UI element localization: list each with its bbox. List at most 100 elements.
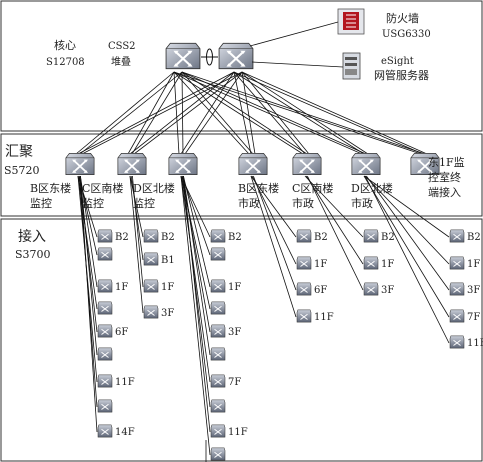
access-floor-label: 7F (467, 312, 480, 323)
aggregation-label-line: 市政 (238, 196, 260, 210)
link-aggregation-access (132, 175, 144, 288)
link-aggregation-access (180, 175, 211, 456)
link-aggregation-access (183, 175, 211, 356)
link-aggregation-access (250, 175, 297, 318)
access-floor-label: 1F (115, 282, 128, 293)
link-aggregation-access (80, 175, 98, 433)
access-label: 接入 (18, 228, 46, 245)
aggregation-label-line: 监控 (133, 196, 155, 210)
access-switch (210, 229, 226, 243)
css-label: CSS2 (108, 41, 136, 52)
access-switch (97, 374, 113, 388)
link-aggregation-access (80, 175, 98, 356)
access-switch (210, 447, 226, 461)
core-switch-1 (165, 42, 201, 70)
aggregation-switch (168, 152, 198, 176)
access-switch (296, 309, 312, 323)
access-switch (97, 324, 113, 338)
link-aggregation-access (129, 175, 144, 314)
access-floor-label: B2 (115, 232, 129, 243)
access-switch (97, 229, 113, 243)
link-core-aggregation (173, 71, 422, 155)
link-core-firewall (249, 21, 339, 47)
link-core-aggregation (241, 71, 428, 155)
access-switch (449, 282, 465, 296)
firewall-model: USG6330 (382, 29, 431, 40)
access-switch (210, 347, 226, 361)
link-aggregation-access (250, 175, 297, 238)
access-floor-label: 3F (467, 285, 480, 296)
link-core-aggregation (181, 71, 184, 155)
access-switch (363, 256, 379, 270)
aggregation-label-line: C区南楼 (292, 181, 333, 195)
aggregation-label-line: C区南楼 (82, 181, 123, 195)
access-floor-label: B1 (161, 255, 175, 266)
access-switch (210, 424, 226, 438)
link-core-aggregation (77, 71, 235, 155)
access-floor-label: B2 (467, 232, 481, 243)
link-aggregation-access (305, 175, 364, 265)
access-switch (449, 229, 465, 243)
link-core-aggregation (133, 71, 243, 155)
access-floor-label: 6F (314, 285, 327, 296)
aggregation-switch (117, 152, 147, 176)
access-switch (210, 324, 226, 338)
link-aggregation-access (253, 175, 297, 291)
access-floor-label: B2 (228, 232, 242, 243)
link-core-aggregation (79, 71, 183, 155)
access-switch (97, 247, 113, 261)
access-floor-label: 11F (115, 377, 135, 388)
aggregation-model-label: S5720 (4, 164, 40, 177)
core-label: 核心 (54, 38, 76, 52)
access-floor-label: 3F (161, 308, 174, 319)
core-model-label: S12708 (46, 57, 85, 68)
access-switch (296, 256, 312, 270)
access-switch (449, 256, 465, 270)
link-core-aggregation (127, 71, 175, 155)
access-floor-label: 6F (115, 327, 128, 338)
access-floor-label: 1F (381, 259, 394, 270)
link-core-aggregation (184, 71, 243, 155)
aggregation-label-line: 控室终 (428, 170, 461, 184)
link-core-aggregation (233, 71, 252, 155)
link-core-aggregation (181, 71, 308, 155)
link-core-aggregation (129, 71, 235, 155)
link-core-aggregation (173, 71, 250, 155)
aggregation-label-line: 市政 (292, 196, 314, 210)
access-switch (143, 279, 159, 293)
link-core-server (251, 61, 344, 68)
aggregation-band (0, 133, 483, 217)
aggregation-switch (238, 152, 268, 176)
aggregation-label-line: 端接入 (428, 186, 461, 199)
link-core-aggregation (241, 71, 256, 155)
aggregation-switch (351, 152, 381, 176)
access-switch (449, 309, 465, 323)
access-floor-label: 11F (314, 312, 334, 323)
access-switch (210, 279, 226, 293)
access-switch (97, 279, 113, 293)
access-floor-label: 1F (467, 259, 480, 270)
access-floor-label: B2 (161, 232, 175, 243)
esight-desc: 网管服务器 (374, 68, 429, 82)
aggregation-label-line: 监控 (30, 196, 52, 210)
access-switch (449, 335, 465, 349)
access-switch (97, 424, 113, 438)
link-core-aggregation (180, 71, 235, 155)
aggregation-label-line: 监控 (82, 196, 104, 210)
link-core-aggregation (173, 71, 363, 155)
access-floor-label: 3F (381, 285, 394, 296)
access-floor-label: 14F (115, 427, 135, 438)
aggregation-label-line: D区北楼 (351, 181, 393, 195)
access-floor-label: 11F (467, 338, 483, 349)
access-switch (296, 282, 312, 296)
access-switch (296, 229, 312, 243)
access-floor-label: 7F (228, 377, 241, 388)
esight-name: eSight (381, 56, 414, 67)
access-switch (97, 399, 113, 413)
aggregation-label-line: B区东楼 (30, 181, 71, 195)
link-aggregation-access (364, 175, 450, 344)
link-aggregation-access (363, 175, 450, 318)
node-group: B区东楼监控C区南楼监控D区北楼监控B区东楼市政C区南楼市政D区北楼市政东1F监… (30, 152, 483, 461)
link-aggregation-access (183, 175, 211, 288)
